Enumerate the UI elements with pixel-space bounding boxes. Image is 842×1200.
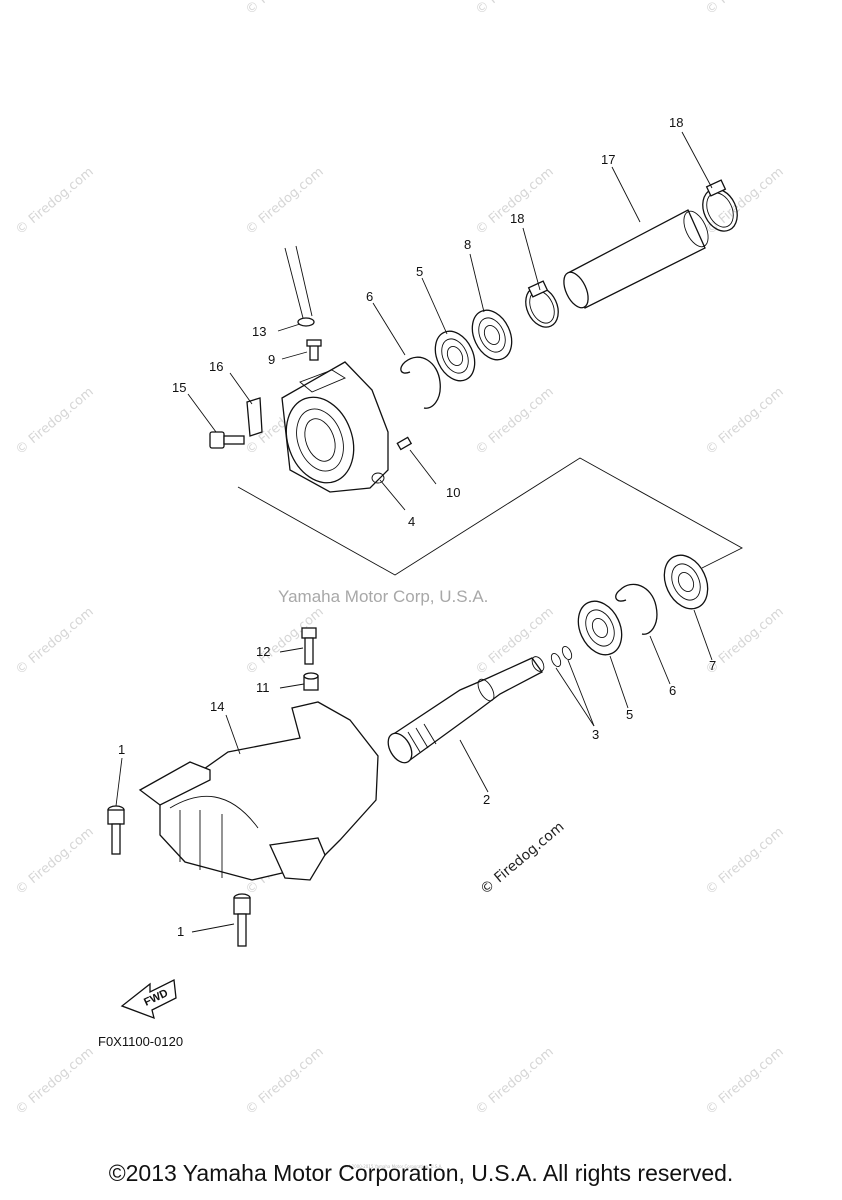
circlip-6-upper	[400, 356, 441, 409]
part-label: 2	[483, 792, 490, 807]
pin-10	[396, 436, 413, 451]
hose-17	[563, 209, 709, 309]
bearing-5-upper	[434, 330, 476, 382]
part-label: 15	[172, 380, 186, 395]
part-label: 7	[709, 658, 716, 673]
watermark: © Firedog.com	[703, 164, 787, 238]
drawing-code: F0X1100-0120	[98, 1034, 183, 1049]
watermark: © Firedog.com	[13, 384, 97, 458]
watermark: © Firedog.com	[473, 164, 557, 238]
part-label: 8	[464, 237, 471, 252]
watermark: © Firedog.com	[13, 824, 97, 898]
bearing-housing-4	[281, 361, 389, 493]
part-label: 4	[408, 514, 415, 529]
bolt-12	[301, 627, 317, 665]
tiny-notice: (c) 2000-2015 Yamaha Motor Corporation, …	[345, 1164, 443, 1169]
part-label: 9	[268, 352, 275, 367]
diagonal-watermark: © Firedog.com	[477, 819, 567, 898]
watermark: © Firedog.com	[243, 164, 327, 238]
watermark: © Firedog.com	[473, 384, 557, 458]
o-rings-3	[550, 645, 573, 668]
leader-lines-upper	[187, 131, 713, 511]
assembly-bracket-upper	[237, 457, 743, 576]
watermark: © Firedog.com	[243, 1044, 327, 1118]
cover-14	[138, 701, 379, 881]
drive-shaft-2	[387, 656, 545, 764]
copyright-notice: ©2013 Yamaha Motor Corporation, U.S.A. A…	[108, 1160, 734, 1186]
part-label: 1	[118, 742, 125, 757]
bearing-5-lower	[577, 600, 623, 656]
part-label: 18	[669, 115, 683, 130]
circlip-6-lower	[615, 583, 658, 635]
bolt-15	[209, 431, 245, 449]
watermark: © Firedog.com	[703, 1044, 787, 1118]
watermark: © Firedog.com	[473, 0, 557, 18]
watermark: © Firedog.com	[703, 384, 787, 458]
part-label: 18	[510, 211, 524, 226]
leader-lines-lower	[115, 609, 713, 933]
bolt-9	[306, 339, 322, 361]
watermark: © Firedog.com	[13, 1044, 97, 1118]
part-label: 17	[601, 152, 615, 167]
part-label: 14	[210, 699, 224, 714]
center-watermark: Yamaha Motor Corp, U.S.A.	[278, 587, 488, 606]
part-label: 10	[446, 485, 460, 500]
watermark: © Firedog.com	[703, 0, 787, 18]
watermark: © Firedog.com	[703, 824, 787, 898]
bearing-7	[663, 554, 709, 610]
part-label: 3	[592, 727, 599, 742]
part-label: 6	[366, 289, 373, 304]
part-label: 1	[177, 924, 184, 939]
grommet-1-upper	[107, 805, 125, 855]
watermark: © Firedog.com	[13, 604, 97, 678]
part-label: 16	[209, 359, 223, 374]
part-labels: 18 17 18 8 5 6 13 9 16 15 10 4 12 11 14 …	[118, 115, 716, 939]
part-label: 5	[626, 707, 633, 722]
bracket-16	[246, 397, 263, 437]
hose-clamp-18-middle	[525, 280, 559, 328]
watermark: © Firedog.com	[243, 604, 327, 678]
watermark: © Firedog.com	[13, 164, 97, 238]
part-label: 13	[252, 324, 266, 339]
part-label: 12	[256, 644, 270, 659]
part-label: 6	[669, 683, 676, 698]
part-label: 5	[416, 264, 423, 279]
part-label: 11	[256, 680, 270, 695]
watermark: © Firedog.com	[243, 0, 327, 18]
hose-13	[284, 245, 315, 327]
bearing-8	[471, 309, 513, 361]
grommet-1-lower	[233, 893, 251, 947]
collar-11	[303, 672, 319, 691]
fwd-arrow-icon: FWD	[120, 979, 177, 1020]
hose-clamp-18-right	[702, 179, 738, 232]
watermark: © Firedog.com	[473, 1044, 557, 1118]
